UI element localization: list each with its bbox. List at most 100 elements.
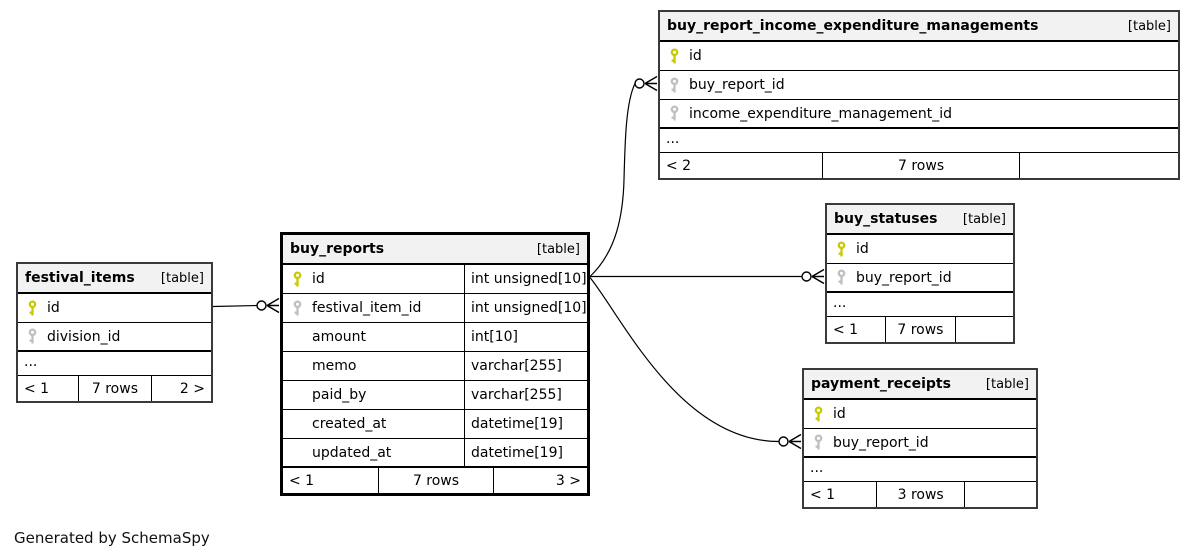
column-type: datetime[19] xyxy=(471,444,563,461)
column-name-cell: festival_item_id xyxy=(283,294,465,322)
table-tag: [table] xyxy=(985,376,1029,392)
footer-children xyxy=(1020,153,1178,178)
column-name: id xyxy=(856,241,869,257)
footer-parents: < 1 xyxy=(18,376,79,401)
table-node-festival_items: festival_items [table] id division_id...< 1… xyxy=(16,262,213,403)
column-name: paid_by xyxy=(312,387,367,403)
column-name: id xyxy=(47,300,60,316)
table-header-buy_report_income_expenditure_managements[interactable]: buy_report_income_expenditure_management… xyxy=(660,12,1178,42)
column-name: amount xyxy=(312,329,367,345)
column-row-paid_by: paid_by varchar[255] xyxy=(283,381,587,410)
key-icon-cell xyxy=(660,42,689,70)
column-row-id: id xyxy=(827,235,1013,264)
table-header-festival_items[interactable]: festival_items [table] xyxy=(18,264,211,294)
column-row-id: id xyxy=(804,400,1036,429)
column-name: created_at xyxy=(312,416,387,432)
footer-rowcount: 3 rows xyxy=(877,482,966,507)
relationship-line xyxy=(212,304,258,308)
zero-or-many-circle xyxy=(634,78,645,89)
column-type: int[10] xyxy=(471,329,518,345)
table-tag: [table] xyxy=(962,211,1006,227)
table-name: buy_statuses xyxy=(834,211,938,227)
column-name: updated_at xyxy=(312,444,392,461)
key-icon-cell xyxy=(283,439,312,466)
footer-parents: < 1 xyxy=(827,317,886,342)
crows-foot xyxy=(811,268,825,285)
column-type: datetime[19] xyxy=(471,416,563,432)
key-icon-cell xyxy=(660,100,689,127)
primary-key-icon xyxy=(814,405,823,421)
table-tag: [table] xyxy=(160,270,204,286)
column-name-cell: paid_by xyxy=(283,381,465,409)
column-row-buy_report_id: buy_report_id xyxy=(660,71,1178,100)
table-header-payment_receipts[interactable]: payment_receipts [table] xyxy=(804,370,1036,400)
column-name-cell: updated_at xyxy=(283,439,465,466)
table-header-buy_reports[interactable]: buy_reports[table] xyxy=(283,235,587,265)
key-icon-cell xyxy=(283,323,312,351)
column-row-festival_item_id: festival_item_id int unsigned[10] xyxy=(283,294,587,323)
footer-children xyxy=(956,317,1013,342)
foreign-key-icon xyxy=(837,269,846,285)
column-row-amount: amount int[10] xyxy=(283,323,587,352)
column-row-buy_report_id: buy_report_id xyxy=(827,264,1013,293)
column-name: income_expenditure_management_id xyxy=(689,105,953,122)
footer-parents: < 2 xyxy=(660,153,824,178)
column-row-division_id: division_id xyxy=(18,323,211,352)
column-type: varchar[255] xyxy=(471,387,562,403)
key-icon-cell xyxy=(283,381,312,409)
foreign-key-icon xyxy=(670,76,679,92)
column-row-memo: memo varchar[255] xyxy=(283,352,587,381)
column-name-cell: id xyxy=(283,265,465,293)
zero-or-many-circle xyxy=(801,271,812,282)
column-row-income_expenditure_management_id: income_expenditure_management_id xyxy=(660,100,1178,129)
primary-key-icon xyxy=(670,47,679,63)
crows-foot xyxy=(266,297,280,314)
column-row-id: id xyxy=(18,294,211,323)
key-icon-cell xyxy=(18,294,47,322)
zero-or-many-circle xyxy=(778,436,789,447)
table-name: festival_items xyxy=(25,270,135,286)
zero-or-many-circle xyxy=(256,300,267,311)
footer-rowcount: 7 rows xyxy=(379,468,495,493)
key-icon-cell xyxy=(283,352,312,380)
footer-rowcount: 7 rows xyxy=(79,376,153,401)
key-icon-cell xyxy=(827,264,856,291)
footer-children: 3 > xyxy=(555,472,581,489)
key-icon-cell xyxy=(283,294,312,322)
key-icon-cell xyxy=(283,265,312,293)
table-node-buy_statuses: buy_statuses [table] id buy_report_id...< 1… xyxy=(825,203,1015,344)
crows-foot xyxy=(644,75,658,92)
footer-children: 2 > xyxy=(179,380,205,397)
footer-children xyxy=(965,482,1036,507)
key-icon-cell xyxy=(18,323,47,350)
ellipsis-row: ... xyxy=(18,352,211,376)
footer-parents: < 1 xyxy=(804,482,878,507)
key-icon-cell xyxy=(660,71,689,99)
table-header-buy_statuses[interactable]: buy_statuses [table] xyxy=(827,205,1013,235)
column-name: division_id xyxy=(47,328,121,345)
relationship-line xyxy=(589,277,780,443)
footer-rowcount: 7 rows xyxy=(886,317,957,342)
column-name-cell: amount xyxy=(283,323,465,351)
key-icon-cell xyxy=(804,400,833,428)
ellipsis-row: ... xyxy=(827,293,1013,317)
column-name: id xyxy=(833,406,846,422)
foreign-key-icon xyxy=(28,328,37,344)
footer-rowcount: 7 rows xyxy=(823,153,1020,178)
column-name-cell: memo xyxy=(283,352,465,380)
table-tag: [table] xyxy=(536,241,580,257)
key-icon-cell xyxy=(283,410,312,438)
column-type: varchar[255] xyxy=(471,358,562,374)
table-name: payment_receipts xyxy=(811,376,951,392)
column-type: int unsigned[10] xyxy=(471,300,587,316)
column-name: buy_report_id xyxy=(833,434,929,451)
table-tag: [table] xyxy=(1127,18,1171,34)
relationship-line xyxy=(589,83,636,277)
column-name: festival_item_id xyxy=(312,300,422,316)
